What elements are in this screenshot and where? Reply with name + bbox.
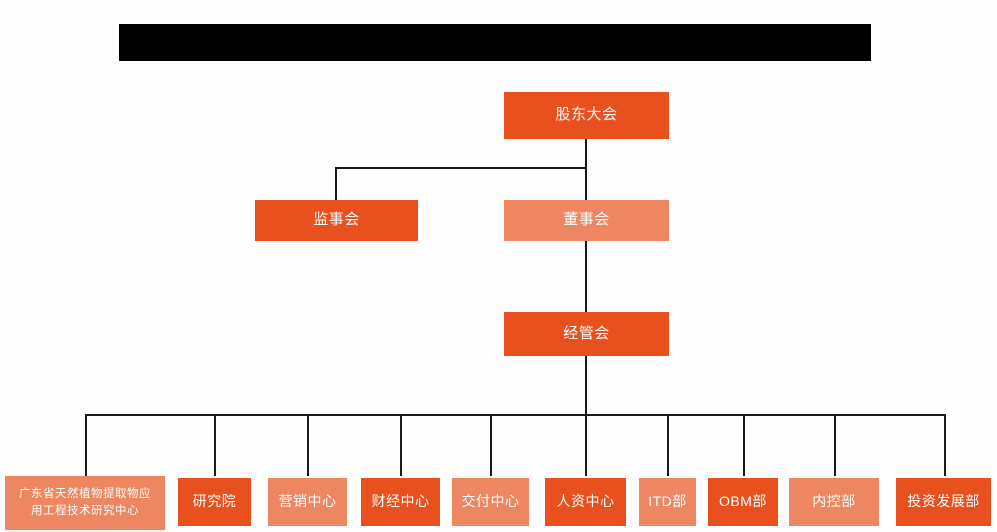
connector-departments-bus (85, 414, 945, 416)
node-label-gd-research-center-line1: 广东省天然植物提取物应 (19, 488, 151, 501)
node-management-committee[interactable]: 经管会 (504, 312, 669, 356)
connector-drop-delivery-center (490, 414, 492, 476)
connector-supervisors-drop (335, 167, 337, 200)
connector-drop-hr-center (585, 414, 587, 476)
node-label-delivery-center: 交付中心 (461, 493, 520, 510)
node-label-hr-center: 人资中心 (556, 493, 615, 510)
node-delivery-center[interactable]: 交付中心 (452, 478, 529, 526)
connector-drop-research-institute (214, 414, 216, 476)
node-research-institute[interactable]: 研究院 (178, 478, 251, 526)
connector-drop-marketing-center (307, 414, 309, 476)
node-shareholders-meeting[interactable]: 股东大会 (504, 92, 669, 139)
node-label-marketing-center: 营销中心 (278, 493, 337, 510)
node-label-gd-research-center: 广东省天然植物提取物应 用工程技术研究中心 (15, 486, 155, 519)
connector-drop-finance-center (400, 414, 402, 476)
connector-level2-bus (335, 167, 587, 169)
connector-drop-itd-department (667, 414, 669, 476)
connector-management-down (585, 356, 587, 415)
node-label-management-committee: 经管会 (563, 324, 610, 342)
node-marketing-center[interactable]: 营销中心 (268, 478, 347, 526)
connector-directors-drop (585, 167, 587, 200)
node-label-board-of-directors: 董事会 (563, 211, 610, 229)
connector-drop-internal-control-department (834, 414, 836, 476)
node-itd-department[interactable]: ITD部 (639, 478, 696, 526)
node-board-of-directors[interactable]: 董事会 (504, 200, 669, 241)
node-label-finance-center: 财经中心 (371, 493, 430, 510)
node-label-research-institute: 研究院 (192, 493, 237, 510)
node-label-board-of-supervisors: 监事会 (313, 211, 360, 229)
connector-drop-gd-research-center (85, 414, 87, 476)
node-board-of-supervisors[interactable]: 监事会 (255, 200, 418, 241)
node-investment-development-department[interactable]: 投资发展部 (896, 478, 991, 526)
node-label-investment-development-department: 投资发展部 (907, 493, 980, 510)
connector-drop-investment-development-department (944, 414, 946, 476)
node-hr-center[interactable]: 人资中心 (545, 478, 626, 526)
node-internal-control-department[interactable]: 内控部 (789, 478, 879, 526)
node-label-itd-department: ITD部 (648, 493, 687, 510)
node-label-obm-department: OBM部 (719, 493, 767, 510)
node-obm-department[interactable]: OBM部 (708, 478, 778, 526)
connector-drop-obm-department (743, 414, 745, 476)
node-label-gd-research-center-line2: 用工程技术研究中心 (31, 505, 139, 517)
connector-directors-to-management (585, 241, 587, 312)
title-banner (119, 24, 871, 61)
node-gd-research-center[interactable]: 广东省天然植物提取物应 用工程技术研究中心 (5, 476, 165, 530)
connector-shareholders-down (585, 139, 587, 168)
node-label-shareholders-meeting: 股东大会 (555, 106, 618, 124)
node-label-internal-control-department: 内控部 (812, 493, 856, 510)
node-finance-center[interactable]: 财经中心 (361, 478, 440, 526)
